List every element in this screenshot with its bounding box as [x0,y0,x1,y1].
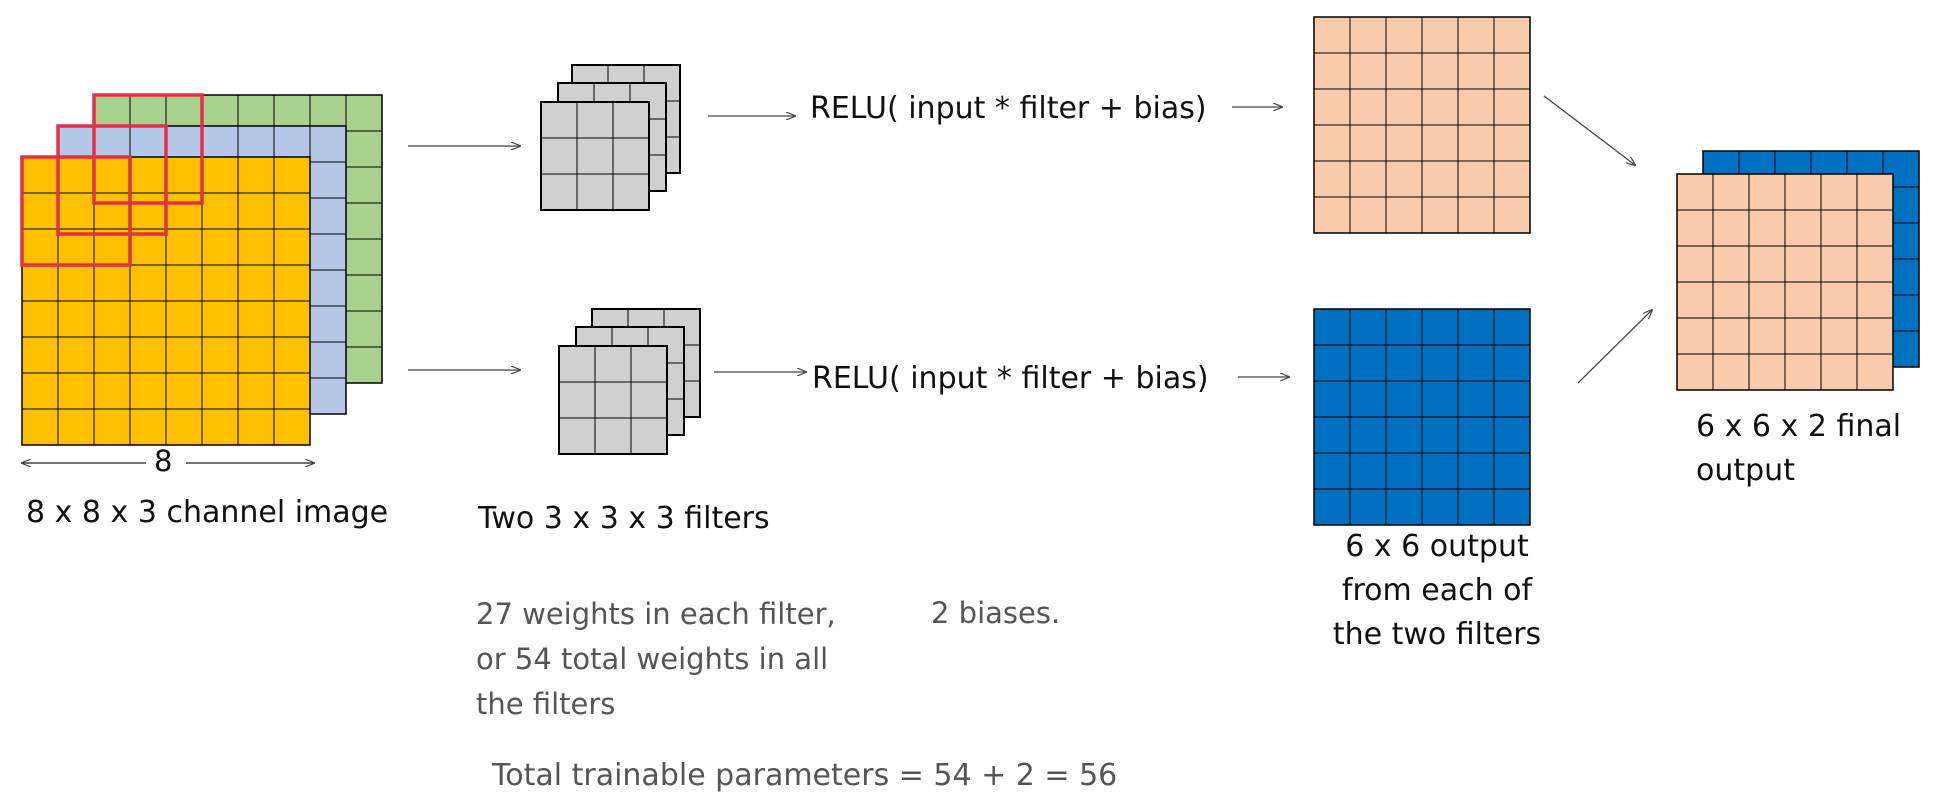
input-width-label: 8 [154,444,173,478]
outputs-caption-line: from each of [1341,573,1533,608]
final-caption-line: output [1696,453,1795,488]
output-map-bottom [1313,308,1531,526]
receptive-field-highlight [92,93,204,205]
filters-caption: Two 3 x 3 x 3 filters [478,501,770,536]
final-caption: 6 x 6 x 2 final output [1696,405,1901,493]
filter-bottom-front [558,345,668,455]
final-output-front [1676,173,1894,391]
filter-top-front [540,101,650,211]
total-parameters: Total trainable parameters = 54 + 2 = 56 [492,758,1118,793]
bottom-relu-formula: RELU( input * filter + bias) [812,361,1209,396]
top-relu-formula: RELU( input * filter + bias) [810,91,1207,126]
weights-note: 27 weights in each filter, or 54 total w… [476,592,836,727]
receptive-field-highlight [20,155,132,267]
outputs-caption: 6 x 6 output from each of the two filter… [1332,525,1542,657]
input-caption: 8 x 8 x 3 channel image [26,495,389,530]
receptive-field-highlight [56,124,168,236]
weights-note-line: 27 weights in each filter, [476,597,836,631]
weights-note-line: the filters [476,687,616,721]
final-caption-line: 6 x 6 x 2 final [1696,409,1902,444]
outputs-caption-line: 6 x 6 output [1345,529,1529,564]
biases-note: 2 biases. [931,596,1061,630]
output-map-top [1313,16,1531,234]
outputs-caption-line: the two filters [1332,617,1542,652]
arrow-bottom-output-to-final [1577,310,1652,384]
weights-note-line: or 54 total weights in all [476,642,829,676]
arrow-top-output-to-final [1543,95,1635,165]
